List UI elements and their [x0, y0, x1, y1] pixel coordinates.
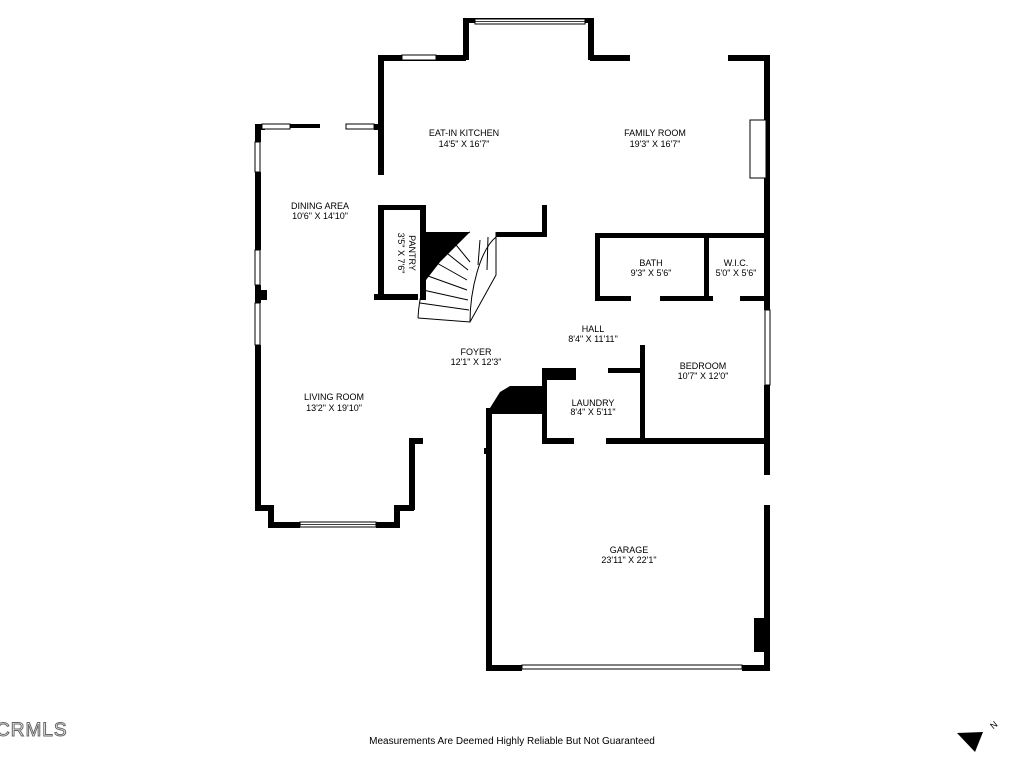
bedroom-dims: 10'7" X 12'0" [678, 371, 729, 381]
foyer-label: FOYER [460, 347, 492, 357]
pantry-label: PANTRY [407, 235, 417, 271]
foyer-dims: 12'1" X 12'3" [451, 357, 502, 367]
kitchen-dims: 14'5" X 16'7" [439, 139, 490, 149]
windows [254, 18, 771, 670]
bedroom-label: BEDROOM [680, 361, 727, 371]
hall-label: HALL [582, 324, 605, 334]
staircase [417, 231, 497, 323]
pantry-dims: 3'5" X 7'6" [396, 233, 406, 274]
garage-dims: 23'11" X 22'1" [601, 555, 656, 565]
kitchen-label: EAT-IN KITCHEN [429, 128, 499, 138]
wic-dims: 5'0" X 5'6" [716, 268, 757, 278]
garage-label: GARAGE [610, 545, 649, 555]
north-label: N [988, 720, 999, 731]
dining-label: DINING AREA [291, 201, 349, 211]
hall-dims: 8'4" X 11'11" [568, 334, 618, 344]
wic-label: W.I.C. [724, 258, 749, 268]
family-room-label: FAMILY ROOM [624, 128, 686, 138]
dining-dims: 10'6" X 14'10" [292, 211, 348, 221]
bath-label: BATH [639, 258, 662, 268]
disclaimer-note: Measurements Are Deemed Highly Reliable … [369, 736, 655, 747]
walls [255, 18, 770, 671]
laundry-dims: 8'4" X 5'11" [570, 407, 615, 417]
watermark-logo: CRMLS [0, 720, 68, 742]
living-room-dims: 13'2" X 19'10" [306, 403, 362, 413]
room-labels: EAT-IN KITCHEN 14'5" X 16'7" FAMILY ROOM… [291, 128, 756, 565]
bath-dims: 9'3" X 5'6" [631, 268, 672, 278]
north-arrow-icon: N [957, 720, 1000, 752]
living-room-label: LIVING ROOM [304, 392, 364, 402]
family-room-dims: 19'3" X 16'7" [630, 139, 681, 149]
laundry-label: LAUNDRY [572, 398, 615, 408]
